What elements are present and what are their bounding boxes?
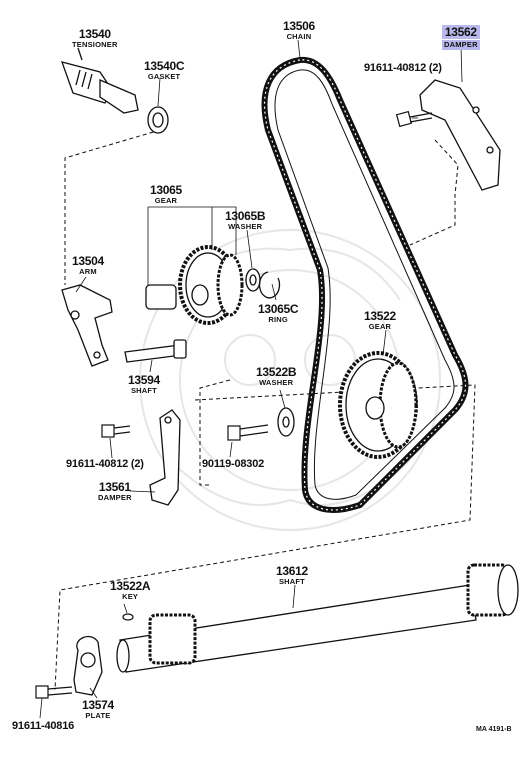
part-name: GASKET [147,72,181,81]
label-damper-upper[interactable]: 13562 DAMPER [442,25,480,50]
upper-shaft-part [124,339,187,363]
lower-damper-part [149,409,181,506]
part-number: 13065B [225,209,266,223]
part-number: 13574 [82,698,114,712]
gasket-part [147,106,169,134]
bolt-number: 91611-40812 [364,62,427,74]
part-name: SHAFT [130,386,157,395]
part-name: WASHER [228,222,263,231]
bolt-number: 91611-40812 [66,458,129,470]
part-name: WASHER [259,378,294,387]
part-name: KEY [122,592,139,601]
label-washer-upper[interactable]: 13065B WASHER [225,209,266,231]
bolt-left [101,424,131,438]
label-gear-upper[interactable]: 13065 GEAR [150,184,182,205]
key-part [122,613,134,621]
part-number: 13540C [144,59,185,73]
upper-gear-part [145,245,244,325]
label-shaft-upper[interactable]: 13594 SHAFT [128,374,160,395]
label-tensioner[interactable]: 13540 TENSIONER [72,28,118,49]
lower-shaft-part [116,563,519,673]
part-number: 13612 [276,564,308,578]
label-plate[interactable]: 13574 PLATE [82,699,114,720]
label-bolt-left[interactable]: 91611-40812 (2) [66,458,144,470]
part-number: 13506 [283,19,315,33]
dashed-leaders [54,129,476,691]
part-name: ARM [79,267,97,276]
label-bolt-top-right[interactable]: 91611-40812 (2) [364,62,442,74]
label-ring[interactable]: 13065C RING [258,302,299,324]
part-name-highlighted: DAMPER [442,40,480,50]
label-arm[interactable]: 13504 ARM [72,255,104,276]
bolt-qty: (2) [428,62,442,74]
part-number: 13522 [364,309,396,323]
chain-part [261,56,469,513]
label-damper-lower[interactable]: 13561 DAMPER [98,481,132,502]
plate-part [73,635,103,696]
arm-part [61,284,113,367]
label-gasket[interactable]: 13540C GASKET [144,59,185,81]
part-number: 13522A [110,579,151,593]
label-key[interactable]: 13522A KEY [110,579,151,601]
bolt-bottom-left [35,685,73,699]
part-number: 13522B [256,365,297,379]
part-name: SHAFT [278,577,305,586]
bolt-qty: (2) [130,458,144,470]
ring-part [258,271,281,299]
part-name: TENSIONER [72,40,118,49]
tensioner-part [60,47,139,114]
bolt-top-right [395,110,433,128]
label-shaft-lower[interactable]: 13612 SHAFT [276,565,308,586]
part-number: 13504 [72,254,104,268]
part-number: 13594 [128,373,160,387]
label-chain[interactable]: 13506 CHAIN [283,20,315,41]
part-number: 13065C [258,302,299,316]
part-name: GEAR [154,196,178,205]
part-number: 13540 [78,27,111,41]
part-name: CHAIN [286,32,312,41]
part-number: 13561 [98,480,131,494]
part-name: RING [268,315,288,324]
bolt-number: 91611-40816 [12,720,75,732]
part-number: 13065 [150,183,182,197]
part-name: PLATE [85,711,111,720]
label-bolt-middle[interactable]: 90119-08302 [202,458,264,470]
part-name: DAMPER [98,493,132,502]
lower-washer-part [277,407,295,437]
label-gear-lower[interactable]: 13522 GEAR [364,310,396,331]
upper-washer-part [245,268,261,292]
diagram-code: MA 4191-B [476,726,512,733]
upper-damper-part [419,79,501,191]
bolt-number: 90119-08302 [202,458,265,470]
callout-lines [39,39,463,719]
label-bolt-bottom-left[interactable]: 91611-40816 [12,720,74,732]
label-washer-lower[interactable]: 13522B WASHER [256,365,297,387]
bolt-middle [227,424,269,441]
part-name: GEAR [368,322,392,331]
lower-gear-part [338,351,418,459]
part-number-highlighted: 13562 [442,25,480,39]
